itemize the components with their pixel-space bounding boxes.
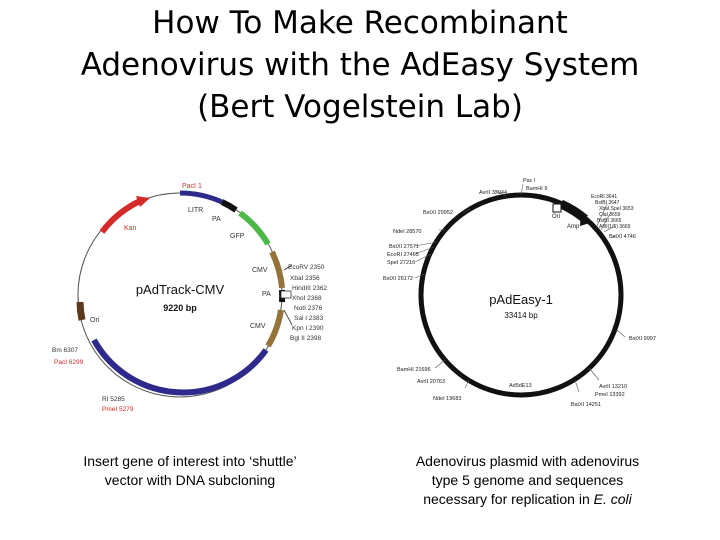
label-bstxi-29952: BstXI 29952 [423,210,453,216]
label-avrii-top: AvrII 32944 [479,190,507,196]
right-caption-line-3: necessary for replication in E. coli [380,490,675,509]
mcs-xbai: XbaI 2356 [290,275,320,282]
label-avrii-20763: AvrII 20763 [417,379,445,385]
label-pmei-13392: PmeI 13392 [595,392,625,398]
label-ecori-3641: EcoRI 3641 [591,194,617,200]
label-avrii-13210: AvrII 13210 [599,384,627,390]
label-paci-top: PacI 1 [182,183,202,190]
litr-segment [179,190,224,205]
label-paci-bottom: PacI 6299 [54,359,84,366]
label-spei-27216: SpeI 27216 [387,260,415,266]
slide-title: How To Make Recombinant Adenovirus with … [0,2,720,128]
backbone-blue-segment [91,338,269,396]
left-caption: Insert gene of interest into ‘shuttle’ v… [40,452,340,490]
label-amp: Amp [567,224,580,230]
ori-box [552,203,562,213]
label-ad5de13: Ad5dE13 [509,383,532,389]
plasmid-name: pAdEasy-1 [489,292,553,307]
label-ecori-27465: EcoRI 27465 [387,252,419,258]
label-ori: Ori [90,317,100,324]
label-paci: Pac I [523,178,536,184]
gfp-segment [238,210,271,246]
mcs-kpni: Kpn I 2390 [292,325,324,332]
label-cmv-top: CMV [252,267,268,274]
label-bm: Bm 6307 [52,347,78,354]
right-caption-line-3-text: necessary for replication in [423,491,594,507]
plasmid-name: pAdTrack-CMV [136,282,225,297]
leader-lines [414,183,626,393]
right-caption-ecoli: E. coli [593,491,632,507]
label-bamhi-21696: BamHI 21696 [397,367,431,373]
plasmid-size: 9220 bp [163,303,197,313]
mcs-hindiii: HindIII 2362 [292,285,327,292]
padeasy-1-svg: Pac I BamHI 9 AvrII 32944 BstXI 29952 Nd… [383,178,656,408]
label-xbai-3653: XbaI,SpeI 3653 [599,206,634,212]
mcs-bglii: Bgl II 2398 [290,335,321,342]
label-kan: Kan [124,225,137,232]
title-line-1: How To Make Recombinant [152,5,568,41]
label-cmv-bottom: CMV [250,323,266,330]
plasmid-size: 33414 bp [504,311,538,320]
label-bstbi-3647: BstBI 3647 [595,200,620,206]
title-line-3: (Bert Vogelstein Lab) [197,89,523,125]
right-caption: Adenovirus plasmid with adenovirus type … [380,452,675,509]
pa-top-segment [220,199,238,213]
label-ori: Ori [552,214,560,220]
mcs-ecorv: EcoRV 2350 [288,264,325,271]
label-gfp: GFP [230,233,245,240]
label-pmei: PmeI 5279 [102,406,134,413]
label-bstxi-14251: BstXI 14251 [571,402,601,408]
label-bstxi-4746: BstXI 4746 [609,234,636,240]
label-ri: RI 5285 [102,396,125,403]
label-bstxi-26172: BstXI 26172 [383,276,413,282]
label-clai-3659: ClaI 3659 [599,212,621,218]
padtrack-cmv-svg: PacI 1 LITR PA GFP CMV PA CMV Kan Ori Bm… [52,183,327,413]
cmv-bottom-segment [265,309,284,348]
label-aflii-3669: AflII(1/5) 3669 [599,224,631,230]
label-bstxi-9997: BstXI 9997 [629,336,656,342]
ori-segment [76,301,86,321]
mcs-box [280,290,292,299]
label-bstbi-3665: BstBI 3665 [597,218,622,224]
label-pa-top: PA [212,216,221,223]
label-litr: LITR [188,207,203,214]
label-ndei-28570: NdeI 28570 [393,229,421,235]
kan-arrowhead [136,196,150,207]
mcs-sali: Sal I 2383 [294,315,324,322]
mcs-xhoi: XhoI 2368 [292,295,322,302]
padeasy-1-map: Pac I BamHI 9 AvrII 32944 BstXI 29952 Nd… [375,170,675,420]
padtrack-cmv-map: PacI 1 LITR PA GFP CMV PA CMV Kan Ori Bm… [40,170,350,420]
label-pa-mid: PA [262,291,271,298]
label-bstxi-27571: BstXI 27571 [389,244,419,250]
label-bamhi-top: BamHI 9 [526,186,547,192]
right-caption-line-2: type 5 genome and sequences [431,472,624,488]
cmv-top-segment [269,250,285,289]
label-ndei-19683: NdeI 19683 [433,396,461,402]
amp-arrowhead [580,212,593,226]
mcs-noti: NotI 2376 [294,305,323,312]
left-caption-line-1: Insert gene of interest into ‘shuttle’ [83,453,297,469]
title-line-2: Adenovirus with the AdEasy System [80,47,640,83]
left-caption-line-2: vector with DNA subcloning [104,472,276,488]
kan-segment [99,198,142,234]
right-caption-line-1: Adenovirus plasmid with adenovirus [415,453,640,469]
